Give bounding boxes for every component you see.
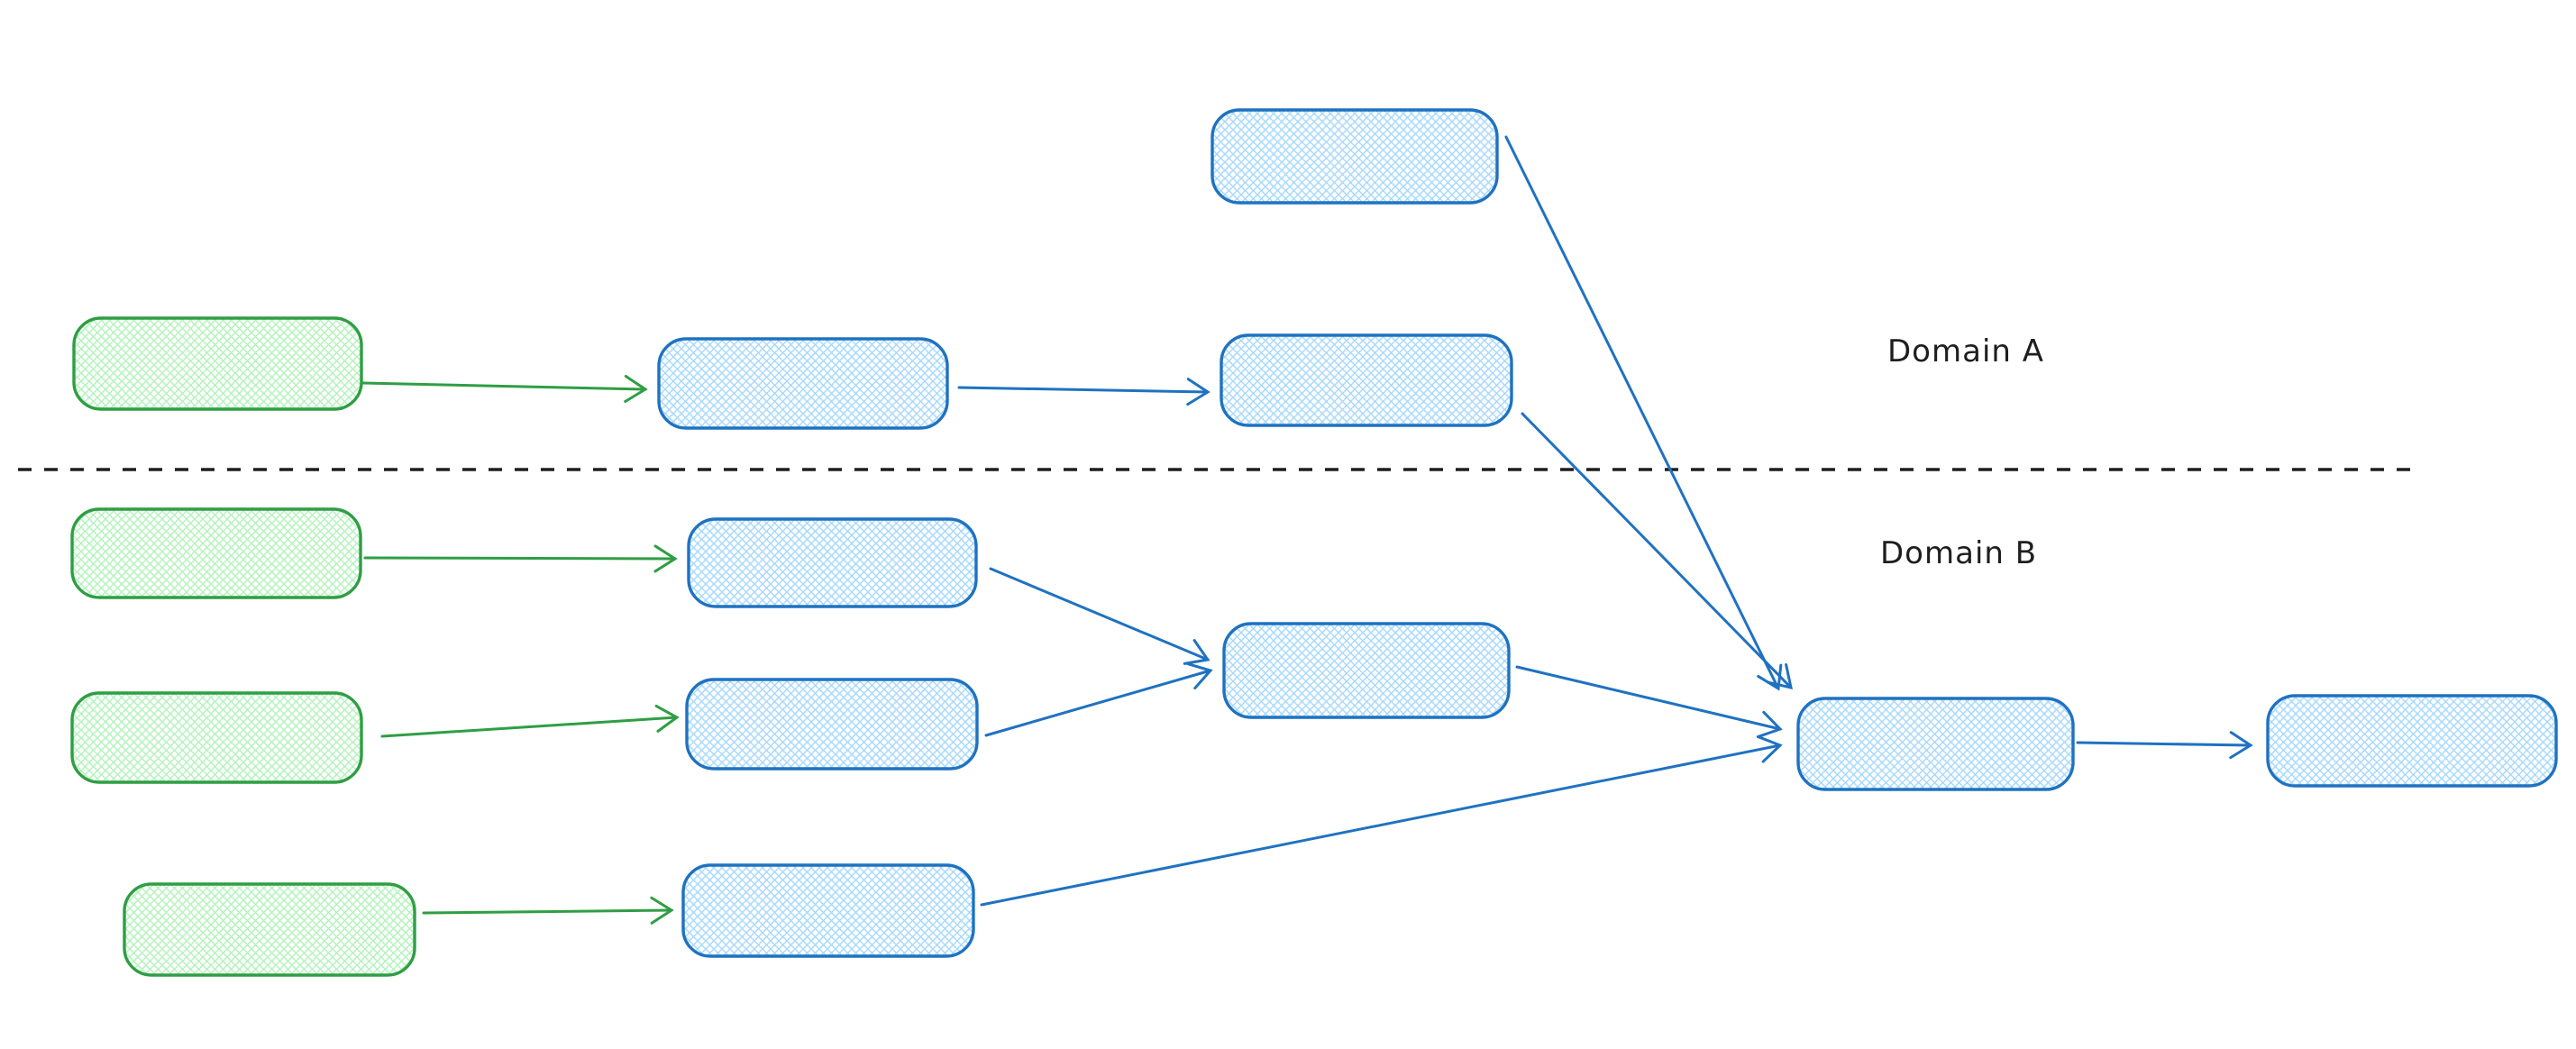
node-process-b2[interactable]	[685, 678, 979, 771]
node-process-b3[interactable]	[681, 863, 975, 958]
edge-source-b2-to-process-b2[interactable]	[380, 704, 680, 738]
node-shape	[657, 337, 949, 430]
node-top-input[interactable]	[1210, 108, 1499, 205]
node-shape	[70, 691, 363, 784]
edge-merge-b-to-aggregate[interactable]	[1515, 665, 1783, 739]
node-process-a2[interactable]	[1219, 333, 1513, 427]
edge-process-b2-to-merge-b[interactable]	[984, 662, 1213, 737]
edge-process-b3-to-aggregate[interactable]	[980, 735, 1783, 907]
edge-process-a1-to-process-a2[interactable]	[957, 378, 1210, 406]
node-shape	[681, 863, 975, 958]
domain-a-label[interactable]: Domain A	[1887, 333, 2044, 369]
node-process-a1[interactable]	[657, 337, 949, 430]
node-source-b1[interactable]	[70, 507, 362, 599]
edges-layer	[361, 135, 2253, 925]
node-shape	[1222, 622, 1511, 719]
node-shape	[1210, 108, 1499, 205]
edge-source-b3-to-process-b3[interactable]	[422, 896, 674, 925]
edge-aggregate-to-output[interactable]	[2076, 731, 2253, 760]
node-shape	[1219, 333, 1513, 427]
node-shape	[70, 507, 362, 599]
node-shape	[685, 678, 979, 771]
node-shape	[687, 517, 978, 608]
edge-top-input-to-aggregate[interactable]	[1504, 135, 1783, 691]
node-aggregate[interactable]	[1796, 697, 2075, 791]
node-shape	[2266, 694, 2558, 788]
node-shape	[123, 882, 416, 977]
node-source-b3[interactable]	[123, 882, 416, 977]
edge-process-a2-to-aggregate[interactable]	[1521, 412, 1793, 689]
domain-b-label[interactable]: Domain B	[1880, 535, 2038, 571]
node-process-b1[interactable]	[687, 517, 978, 608]
nodes-layer	[70, 108, 2558, 977]
edge-source-b1-to-process-b1[interactable]	[363, 544, 678, 573]
edge-source-a-to-process-a1[interactable]	[361, 375, 648, 404]
node-shape	[1796, 697, 2075, 791]
node-source-a[interactable]	[72, 316, 363, 411]
edge-process-b1-to-merge-b[interactable]	[989, 567, 1210, 665]
node-source-b2[interactable]	[70, 691, 363, 784]
node-output[interactable]	[2266, 694, 2558, 788]
node-shape	[72, 316, 363, 411]
node-merge-b[interactable]	[1222, 622, 1511, 719]
